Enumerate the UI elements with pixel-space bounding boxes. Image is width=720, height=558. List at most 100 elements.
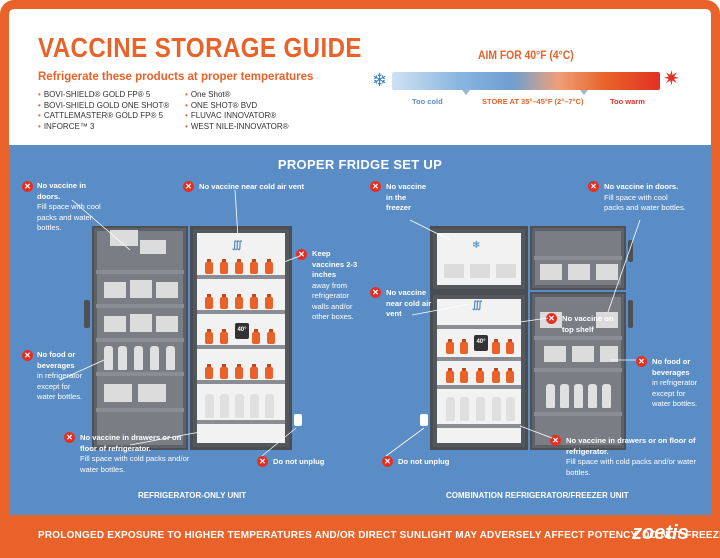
air-vent-icon: ∭ xyxy=(472,300,483,311)
door-shelf xyxy=(96,338,184,342)
vaccine-vial xyxy=(250,364,258,379)
vaccine-vial xyxy=(506,368,514,383)
power-plug-icon xyxy=(294,414,302,426)
cool-pack xyxy=(600,346,618,362)
note-no-drawers-left: No vaccine in drawers or on floor of ref… xyxy=(80,433,190,474)
temperature-gradient-bar xyxy=(392,72,660,90)
note-vent-right: No vaccine near cold air vent xyxy=(386,288,432,318)
water-bottle xyxy=(220,394,229,418)
vaccine-vial xyxy=(205,259,213,274)
vaccine-vial xyxy=(235,294,243,309)
door-handle xyxy=(628,300,633,328)
section-title: PROPER FRIDGE SET UP xyxy=(277,157,443,172)
x-icon: ✕ xyxy=(550,435,561,446)
x-icon: ✕ xyxy=(636,356,647,367)
cool-pack xyxy=(444,264,464,278)
water-bottle xyxy=(235,394,244,418)
unit-label-left: REFRIGERATOR-ONLY UNIT xyxy=(138,491,247,500)
product-item: BOVI-SHIELD GOLD ONE SHOT® xyxy=(38,101,169,112)
gauge-tick-low xyxy=(462,90,470,95)
vaccine-vial xyxy=(205,329,213,344)
water-bottle xyxy=(250,394,259,418)
vaccine-vial xyxy=(205,364,213,379)
fridge-shelf xyxy=(197,275,285,279)
cool-pack xyxy=(104,316,126,332)
thermometer: 40° xyxy=(474,335,488,351)
cool-pack xyxy=(596,264,618,280)
sun-icon: ✷ xyxy=(663,68,680,90)
vaccine-vial xyxy=(250,259,258,274)
vaccine-vial xyxy=(265,259,273,274)
water-bottle xyxy=(492,397,501,421)
door-shelf xyxy=(96,372,184,376)
vaccine-vial xyxy=(235,364,243,379)
gauge-too-cold: Too cold xyxy=(412,97,443,106)
product-item: BOVI-SHIELD® GOLD FP® 5 xyxy=(38,90,169,101)
x-icon: ✕ xyxy=(546,313,557,324)
water-bottle xyxy=(150,346,159,370)
product-item: WEST NILE-INNOVATOR® xyxy=(185,122,289,133)
vaccine-vial xyxy=(460,339,468,354)
vaccine-vial xyxy=(506,339,514,354)
door-shelf xyxy=(534,368,622,372)
fridge-shelf xyxy=(437,325,521,329)
cool-pack xyxy=(104,282,126,298)
door-handle xyxy=(628,240,633,262)
cool-pack xyxy=(140,240,166,254)
water-bottle xyxy=(118,346,127,370)
gauge-too-warm: Too warm xyxy=(610,97,645,106)
cool-pack xyxy=(572,346,594,362)
note-no-top-shelf: No vaccine on top shelf xyxy=(562,314,614,334)
footer-bar xyxy=(0,515,720,558)
note-no-vaccine-doors-right: No vaccine in doors.Fill space with cool… xyxy=(604,182,686,212)
product-item: INFORCE™ 3 xyxy=(38,122,169,133)
cool-pack xyxy=(104,384,132,402)
cool-pack xyxy=(156,316,178,332)
fridge-shelf xyxy=(197,420,285,424)
cool-pack xyxy=(540,264,562,280)
note-no-vaccine-doors-left: No vaccine in doors.Fill space with cool… xyxy=(37,181,101,232)
cool-pack xyxy=(156,282,178,298)
air-vent-icon: ∭ xyxy=(232,240,243,251)
x-icon: ✕ xyxy=(257,456,268,467)
x-icon: ✕ xyxy=(370,287,381,298)
vaccine-vial xyxy=(235,259,243,274)
cool-pack xyxy=(544,346,566,362)
cool-pack xyxy=(568,264,590,280)
vaccine-vial xyxy=(446,368,454,383)
gauge-tick-high xyxy=(580,90,588,95)
water-bottle xyxy=(104,346,113,370)
note-no-freezer: No vaccine in the freezer xyxy=(386,182,427,212)
cool-pack xyxy=(470,264,490,278)
snowflake-icon: ❄ xyxy=(372,70,388,90)
product-list-left: BOVI-SHIELD® GOLD FP® 5 BOVI-SHIELD GOLD… xyxy=(38,90,169,132)
fridge-shelf xyxy=(437,385,521,389)
vaccine-vial xyxy=(220,259,228,274)
fridge-shelf xyxy=(437,424,521,428)
water-bottle xyxy=(574,384,583,408)
door-shelf xyxy=(534,336,622,340)
vaccine-vial xyxy=(250,294,258,309)
water-bottle xyxy=(460,397,469,421)
vaccine-vial xyxy=(476,368,484,383)
water-bottle xyxy=(476,397,485,421)
water-bottle xyxy=(134,346,143,370)
vaccine-vial xyxy=(252,329,260,344)
vaccine-vial xyxy=(220,364,228,379)
vaccine-vial xyxy=(265,364,273,379)
door-shelf xyxy=(534,412,622,416)
page-subtitle: Refrigerate these products at proper tem… xyxy=(38,71,314,83)
vaccine-vial xyxy=(205,294,213,309)
fridge-shelf xyxy=(197,380,285,384)
x-icon: ✕ xyxy=(296,249,307,260)
x-icon: ✕ xyxy=(588,181,599,192)
x-icon: ✕ xyxy=(22,350,33,361)
cool-pack xyxy=(130,314,152,332)
product-item: One Shot® xyxy=(185,90,289,101)
note-unplug-left: Do not unplug xyxy=(273,457,325,466)
fridge-shelf xyxy=(437,357,521,361)
cool-pack xyxy=(596,312,618,328)
